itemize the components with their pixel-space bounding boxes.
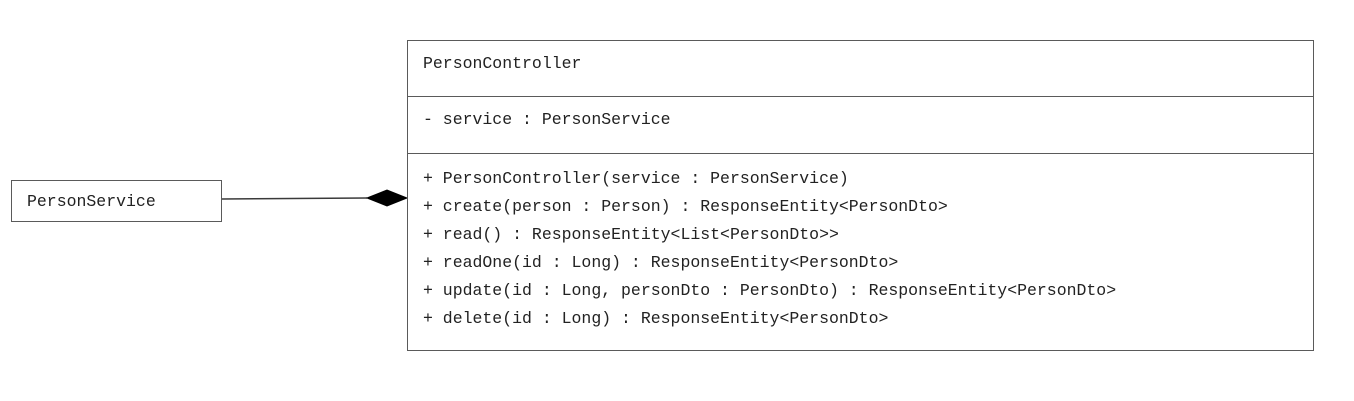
operation-create: + create(person : Person) : ResponseEnti… <box>423 197 948 216</box>
class-person-service[interactable]: PersonService <box>11 180 222 222</box>
composition-diamond-icon <box>365 189 409 207</box>
attributes-section: - service : PersonService <box>408 97 1313 154</box>
operation-constructor: + PersonController(service : PersonServi… <box>423 169 849 188</box>
operations-section: + PersonController(service : PersonServi… <box>408 154 1313 334</box>
operation-delete: + delete(id : Long) : ResponseEntity<Per… <box>423 309 889 328</box>
association-line <box>221 197 368 200</box>
class-name-person-controller: PersonController <box>423 54 582 73</box>
class-person-controller[interactable]: PersonController - service : PersonServi… <box>407 40 1314 351</box>
class-name-person-service: PersonService <box>27 191 156 211</box>
class-name-section: PersonController <box>408 41 1313 97</box>
operation-read: + read() : ResponseEntity<List<PersonDto… <box>423 225 839 244</box>
attribute-service: - service : PersonService <box>423 110 671 129</box>
operation-update: + update(id : Long, personDto : PersonDt… <box>423 281 1117 300</box>
operation-read-one: + readOne(id : Long) : ResponseEntity<Pe… <box>423 253 899 272</box>
